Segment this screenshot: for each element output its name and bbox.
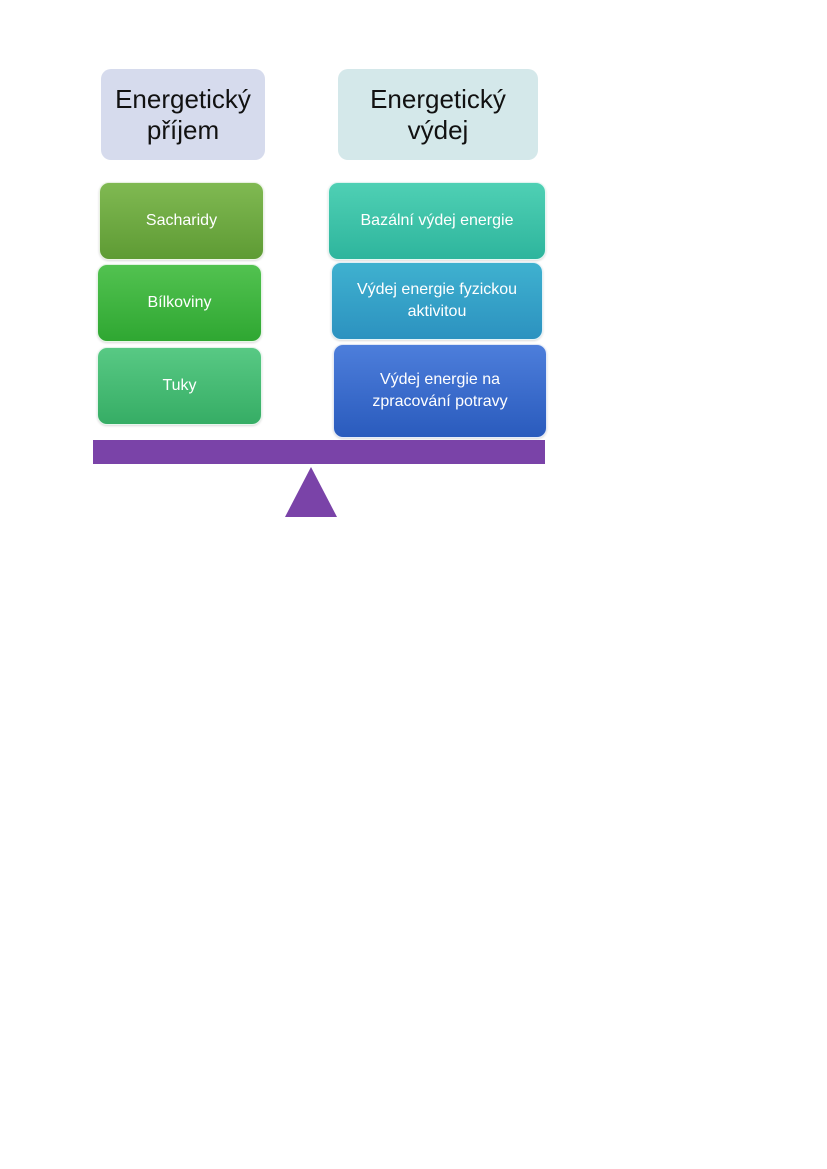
intake-item-label: Sacharidy — [145, 212, 218, 229]
energy-intake-header: Energetický příjem — [101, 69, 265, 160]
energy-intake-header-text: Energetický příjem — [115, 83, 251, 145]
energy-expenditure-header: Energetický výdej — [338, 69, 538, 160]
intake-item-label: Bílkoviny — [147, 294, 212, 311]
intake-item-proteins: Bílkoviny — [97, 264, 262, 342]
intake-item-fats: Tuky — [97, 347, 262, 425]
expenditure-item-label: Výdej energie fyzickou aktivitou — [356, 281, 518, 320]
balance-beam — [93, 440, 545, 464]
expenditure-item-label: Výdej energie na zpracování potravy — [372, 371, 508, 410]
intake-item-carbohydrates: Sacharidy — [99, 182, 264, 260]
expenditure-item-label: Bazální výdej energie — [360, 212, 514, 229]
intake-item-label: Tuky — [162, 377, 197, 394]
expenditure-item-food-processing: Výdej energie na zpracování potravy — [333, 344, 547, 438]
energy-expenditure-header-text: Energetický výdej — [370, 83, 506, 145]
balance-fulcrum-triangle — [285, 467, 337, 517]
expenditure-item-physical-activity: Výdej energie fyzickou aktivitou — [331, 262, 543, 340]
expenditure-item-basal: Bazální výdej energie — [328, 182, 546, 260]
